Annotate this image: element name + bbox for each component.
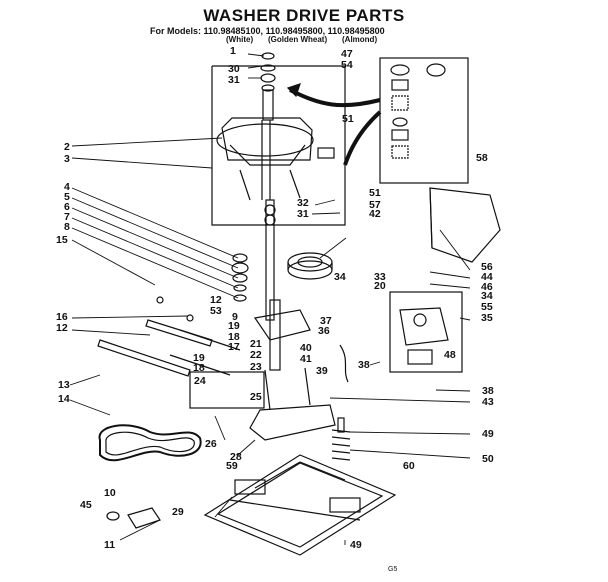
callout-41: 41 — [300, 353, 312, 365]
callout-46: 46 — [481, 281, 493, 293]
callout-34: 34 — [481, 290, 493, 302]
callout-14: 14 — [58, 393, 70, 405]
small-bracket — [106, 507, 161, 529]
model-color-golden-wheat: (Golden Wheat) — [268, 35, 328, 44]
callout-51: 51 — [342, 113, 354, 125]
callout-leader-lines — [69, 53, 471, 545]
callout-36: 36 — [318, 325, 330, 337]
left-washer-stack — [231, 253, 249, 302]
callout-51: 51 — [369, 187, 381, 199]
drive-belt — [98, 424, 202, 462]
upper-frame-outline — [211, 66, 346, 226]
callout-49: 49 — [350, 539, 362, 551]
callout-19: 19 — [193, 352, 205, 364]
callout-18: 18 — [228, 331, 240, 343]
callout-39: 39 — [316, 365, 328, 377]
callout-60: 60 — [403, 460, 415, 472]
callout-44: 44 — [481, 271, 493, 283]
callout-53: 53 — [210, 305, 222, 317]
top-shaft-stack — [260, 52, 276, 121]
diagram-code: G5 — [388, 566, 398, 573]
callout-58: 58 — [476, 152, 488, 164]
callout-16: 16 — [56, 311, 68, 323]
callout-22: 22 — [250, 349, 262, 361]
callout-4: 4 — [64, 181, 70, 193]
callout-28: 28 — [230, 451, 242, 463]
callout-3: 3 — [64, 153, 70, 165]
gear-case — [249, 309, 336, 441]
diagram-title: WASHER DRIVE PARTS — [203, 6, 405, 25]
callout-12: 12 — [210, 294, 222, 306]
kit-arrow — [289, 88, 381, 108]
callout-11: 11 — [104, 539, 115, 551]
model-color-almond: (Almond) — [342, 35, 378, 44]
callout-55: 55 — [481, 301, 493, 313]
callout-12: 12 — [56, 322, 68, 334]
base-plate — [203, 454, 397, 556]
callout-35: 35 — [481, 312, 493, 324]
callout-45: 45 — [80, 499, 92, 511]
models-line: For Models: 110.98485100, 110.98495800, … — [150, 26, 385, 36]
callout-43: 43 — [482, 396, 494, 408]
callout-17: 17 — [228, 341, 240, 353]
callout-33: 33 — [374, 271, 386, 283]
callout-34: 34 — [334, 271, 346, 283]
parts-group-box-24-25 — [189, 371, 265, 409]
center-shaft — [264, 199, 281, 371]
callout-1: 1 — [230, 45, 236, 57]
model-color-white: (White) — [226, 35, 254, 44]
callout-30: 30 — [228, 63, 240, 75]
motor-switch-box — [389, 291, 463, 373]
callout-21: 21 — [250, 338, 262, 350]
callout-40: 40 — [300, 342, 312, 354]
callout-10: 10 — [104, 487, 116, 499]
callout-7: 7 — [64, 211, 70, 223]
callout-labels: 1 47 54 30 31 51 2 3 58 4 5 6 7 8 15 51 … — [56, 45, 494, 551]
transmission-housing — [216, 117, 335, 201]
motor-wire — [339, 344, 349, 383]
callout-42: 42 — [369, 208, 381, 220]
callout-56: 56 — [481, 261, 493, 273]
callout-31: 31 — [297, 208, 309, 220]
callout-24: 24 — [194, 375, 206, 387]
callout-19: 19 — [228, 320, 240, 332]
callout-5: 5 — [64, 191, 70, 203]
callout-32: 32 — [297, 197, 309, 209]
callout-38: 38 — [482, 385, 494, 397]
callout-2: 2 — [64, 141, 70, 153]
coil-spring — [331, 417, 351, 461]
callout-49: 49 — [482, 428, 494, 440]
bearing-kit-box — [379, 57, 469, 184]
pump-cover — [429, 187, 501, 263]
callout-9: 9 — [232, 311, 238, 323]
callout-6: 6 — [64, 201, 70, 213]
callout-29: 29 — [172, 506, 184, 518]
callout-8: 8 — [64, 221, 70, 233]
callout-26: 26 — [205, 438, 217, 450]
callout-18: 18 — [193, 362, 205, 374]
callout-59: 59 — [226, 460, 238, 472]
callout-31: 31 — [228, 74, 240, 86]
callout-25: 25 — [250, 391, 262, 403]
callout-50: 50 — [482, 453, 494, 465]
clutch-pulley — [287, 252, 333, 280]
callout-54: 54 — [341, 59, 353, 71]
callout-20: 20 — [374, 280, 386, 292]
callout-37: 37 — [320, 315, 332, 327]
callout-13: 13 — [58, 379, 70, 391]
callout-23: 23 — [250, 361, 262, 373]
callout-15: 15 — [56, 234, 68, 246]
callout-48: 48 — [444, 349, 456, 361]
callout-57: 57 — [369, 199, 381, 211]
callout-47: 47 — [341, 48, 353, 60]
callout-38: 38 — [358, 359, 370, 371]
